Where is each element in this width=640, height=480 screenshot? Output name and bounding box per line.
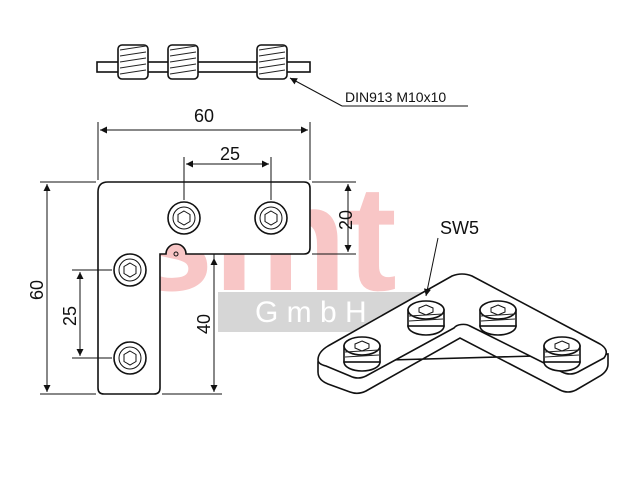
side-view-screw-1 xyxy=(117,44,149,80)
front-hole-3 xyxy=(113,253,147,287)
side-view-screw-3 xyxy=(256,44,288,80)
dim-label-overall-height: 60 xyxy=(27,280,47,300)
dimension-vertical-arm-length: 40 xyxy=(162,254,222,395)
hex-socket-icon xyxy=(177,210,191,226)
screw-callout: DIN913 M10x10 xyxy=(289,77,468,107)
dimension-overall-width: 60 xyxy=(97,106,311,180)
hex-socket-icon xyxy=(123,262,137,278)
l-plate-outline xyxy=(97,181,311,395)
dimension-hole-spacing-horizontal: 25 xyxy=(183,144,272,200)
side-view xyxy=(96,44,311,80)
iso-screw-3 xyxy=(479,300,517,336)
hex-socket-icon xyxy=(264,210,278,226)
hex-socket-icon xyxy=(354,340,370,352)
side-view-screw-2 xyxy=(167,44,199,80)
dimension-hole-spacing-vertical: 25 xyxy=(60,269,112,359)
dim-label-hole-spacing-vertical: 25 xyxy=(60,306,80,326)
front-hole-4 xyxy=(113,341,147,375)
relief-slot xyxy=(173,251,179,257)
hex-socket-icon xyxy=(490,304,506,316)
iso-screw-2 xyxy=(407,300,445,336)
side-view-plate xyxy=(96,61,311,73)
iso-screw-1 xyxy=(343,336,381,372)
dim-label-vertical-arm-length: 40 xyxy=(194,314,214,334)
wrench-callout-leader xyxy=(423,237,439,297)
hex-socket-icon xyxy=(123,350,137,366)
dim-label-hole-spacing-horizontal: 25 xyxy=(220,144,240,164)
dimension-arm-width: 20 xyxy=(312,181,356,255)
dimension-overall-height: 60 xyxy=(27,181,96,395)
watermark-subtext: G m b H xyxy=(255,296,367,329)
iso-plate-top-face xyxy=(317,273,608,379)
front-view xyxy=(97,181,311,395)
front-hole-1 xyxy=(167,201,201,235)
dim-label-overall-width: 60 xyxy=(194,106,214,126)
iso-screw-4 xyxy=(543,336,581,372)
wrench-callout-label: SW5 xyxy=(440,218,479,238)
dim-label-arm-width: 20 xyxy=(336,210,356,230)
screw-callout-leader xyxy=(289,77,343,107)
front-hole-2 xyxy=(254,201,288,235)
isometric-view xyxy=(317,273,609,395)
hex-socket-icon xyxy=(418,304,434,316)
wrench-size-callout: SW5 xyxy=(423,218,479,297)
screw-callout-label: DIN913 M10x10 xyxy=(345,89,446,105)
hex-socket-icon xyxy=(554,340,570,352)
